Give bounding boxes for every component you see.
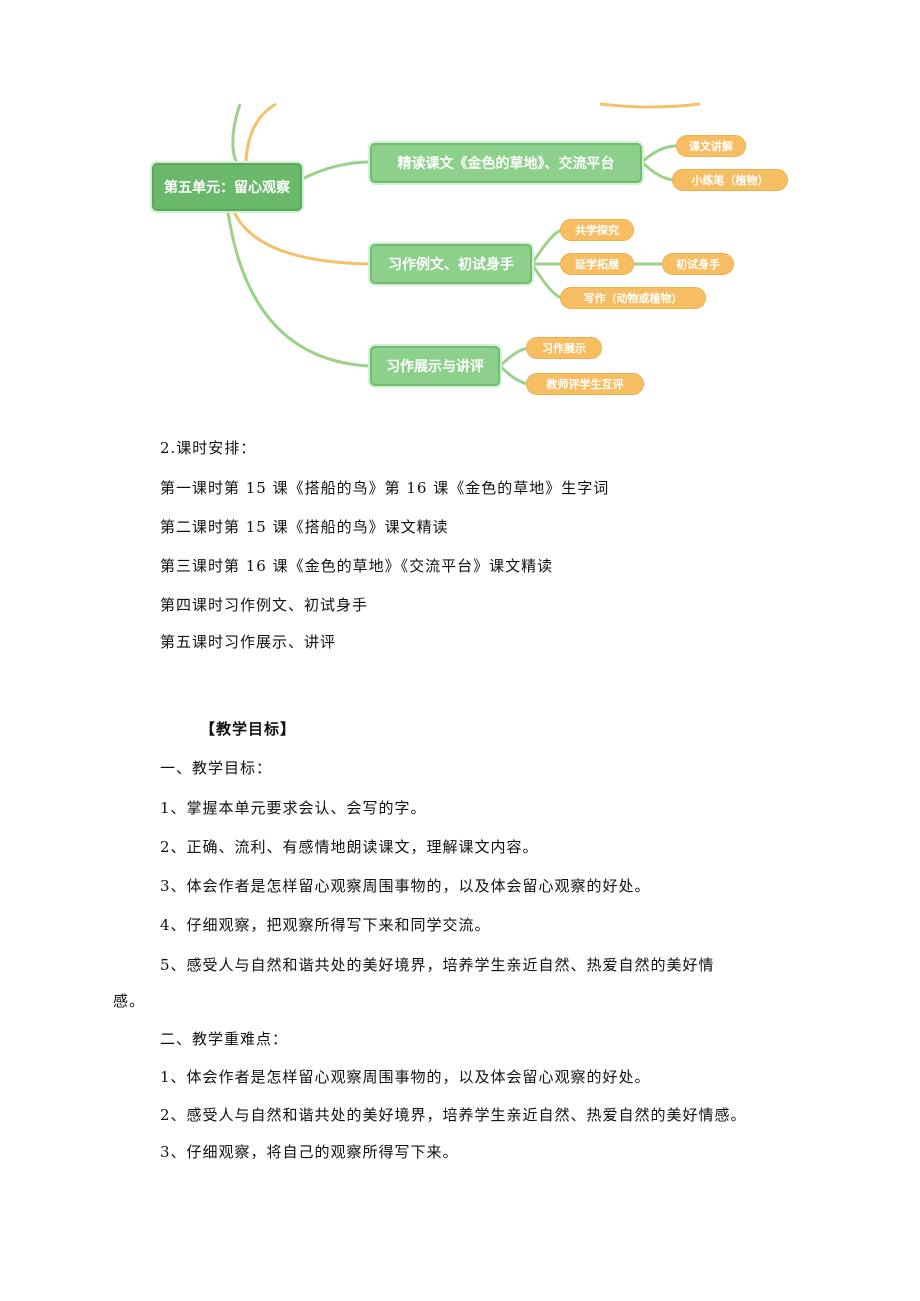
mindmap-root-node: 第五单元：留心观察 (152, 163, 302, 211)
schedule-item: 第五课时习作展示、讲评 (160, 633, 337, 651)
mindmap-branch-2: 习作例文、初试身手 (370, 244, 532, 284)
goal-item-continuation: 感。 (113, 992, 146, 1010)
mindmap-leaf: 共学探究 (560, 219, 634, 241)
key-point-item: 1、体会作者是怎样留心观察周围事物的，以及体会留心观察的好处。 (160, 1068, 651, 1086)
mindmap-leaf: 教师评学生互评 (526, 373, 644, 395)
goal-item: 5、感受人与自然和谐共处的美好境界，培养学生亲近自然、热爱自然的美好情 (160, 956, 715, 974)
key-heading: 二、教学重难点： (160, 1030, 289, 1048)
goal-heading: 一、教学目标： (160, 759, 273, 777)
goal-item: 1、掌握本单元要求会认、会写的字。 (160, 799, 427, 817)
section-title: 【教学目标】 (200, 720, 297, 738)
schedule-item: 第一课时第 15 课《搭船的鸟》第 16 课《金色的草地》生字词 (160, 479, 610, 497)
mindmap-branch-1: 精读课文《金色的草地》、交流平台 (370, 143, 642, 183)
goal-item: 2、正确、流利、有感情地朗读课文，理解课文内容。 (160, 838, 539, 856)
key-point-item: 3、仔细观察，将自己的观察所得写下来。 (160, 1143, 459, 1161)
mindmap-leaf: 初试身手 (662, 253, 734, 275)
mindmap-leaf: 延学拓展 (560, 253, 634, 275)
mindmap-leaf: 写作（动物或植物） (560, 287, 706, 309)
mindmap-branch-3: 习作展示与讲评 (370, 346, 500, 386)
goal-item: 3、体会作者是怎样留心观察周围事物的，以及体会留心观察的好处。 (160, 877, 651, 895)
mindmap-leaf: 课文讲解 (676, 135, 746, 157)
goal-item: 4、仔细观察，把观察所得写下来和同学交流。 (160, 916, 491, 934)
key-point-item: 2、感受人与自然和谐共处的美好境界，培养学生亲近自然、热爱自然的美好情感。 (160, 1106, 747, 1124)
mindmap-leaf: 习作展示 (526, 337, 602, 359)
schedule-heading: 2.课时安排： (160, 439, 257, 457)
mindmap-connectors (226, 102, 701, 386)
schedule-item: 第二课时第 15 课《搭船的鸟》课文精读 (160, 518, 449, 536)
mindmap-figure: 第五单元：留心观察 精读课文《金色的草地》、交流平台 习作例文、初试身手 习作展… (0, 0, 920, 410)
mindmap-leaf: 小练笔（植物） (672, 169, 788, 191)
schedule-item: 第四课时习作例文、初试身手 (160, 596, 369, 614)
schedule-item: 第三课时第 16 课《金色的草地》《交流平台》课文精读 (160, 557, 554, 575)
